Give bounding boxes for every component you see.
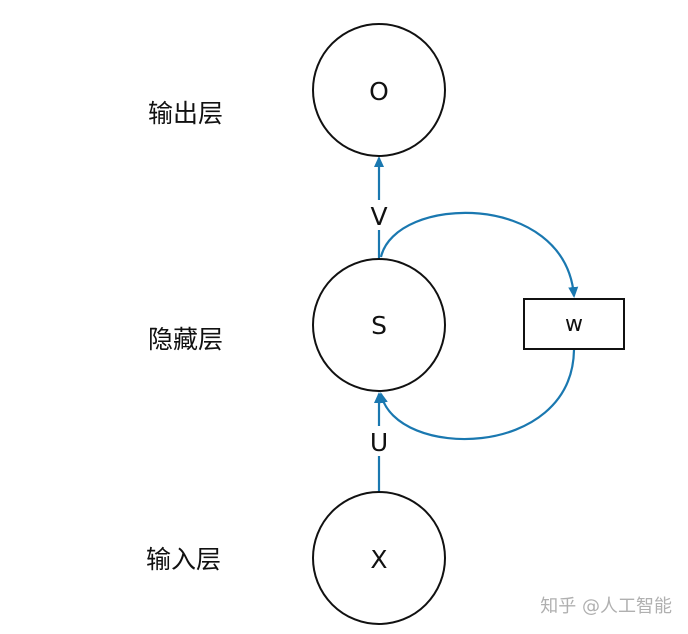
arrow-hidden-to-w (379, 211, 579, 298)
output-node (312, 23, 446, 157)
edge-v-backing (366, 200, 392, 230)
output-layer-label: 输出层 (148, 99, 223, 128)
edge-u-backing (366, 426, 392, 456)
watermark-text: 知乎 @人工智能 (540, 596, 672, 617)
input-node-label: X (370, 545, 387, 574)
recurrent-weight-box (523, 298, 625, 350)
edge-label-u: U (370, 428, 388, 457)
input-layer-label: 输入层 (146, 545, 221, 574)
arrow-w-to-hidden (378, 349, 576, 441)
hidden-node (312, 258, 446, 392)
output-node-label: O (369, 77, 389, 106)
hidden-node-label: S (371, 311, 387, 340)
input-node (312, 491, 446, 625)
recurrent-weight-label: w (565, 312, 583, 337)
edge-label-v: V (370, 202, 387, 231)
hidden-layer-label: 隐藏层 (148, 325, 223, 354)
